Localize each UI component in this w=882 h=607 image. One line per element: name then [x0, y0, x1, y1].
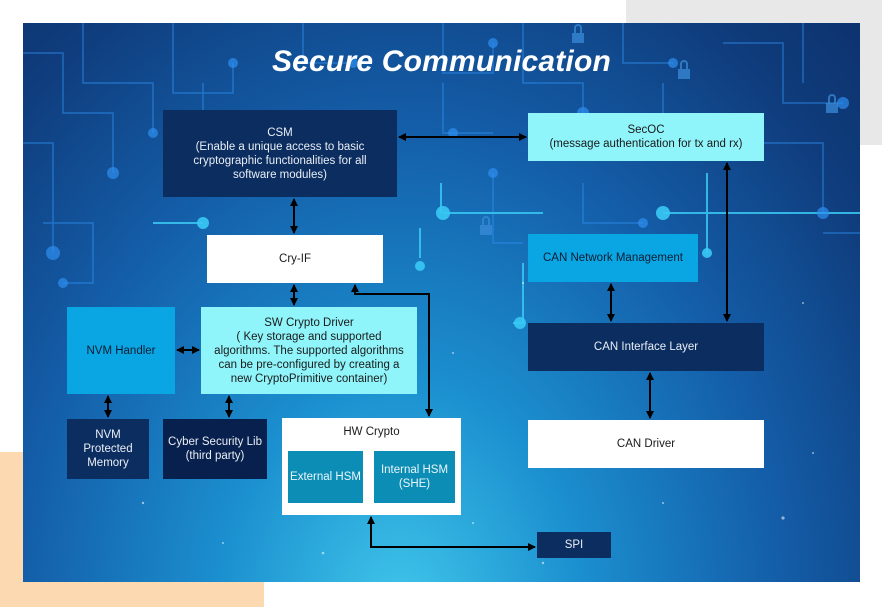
sw-crypto-driver-box: SW Crypto Driver ( Key storage and suppo… — [201, 307, 417, 394]
secoc-box: SecOC (message authentication for tx and… — [528, 113, 764, 161]
csm-box: CSM (Enable a unique access to basic cry… — [163, 110, 397, 197]
can-network-management-box: CAN Network Management — [528, 234, 698, 282]
nvm-handler-box: NVM Handler — [67, 307, 175, 394]
diagram-title: Secure Communication — [271, 45, 612, 78]
spi-box: SPI — [537, 532, 611, 558]
cry-if-box: Cry-IF — [207, 235, 383, 283]
hw-crypto-box: HW Crypto External HSM Internal HSM (SHE… — [282, 418, 461, 515]
internal-hsm-box: Internal HSM (SHE) — [374, 451, 455, 503]
cyber-security-lib-box: Cyber Security Lib (third party) — [163, 419, 267, 479]
circuit-background — [23, 23, 860, 565]
hw-crypto-label: HW Crypto — [343, 426, 400, 438]
can-interface-layer-box: CAN Interface Layer — [528, 323, 764, 371]
nvm-protected-memory-box: NVM Protected Memory — [67, 419, 149, 479]
can-driver-box: CAN Driver — [528, 420, 764, 468]
external-hsm-box: External HSM — [288, 451, 363, 503]
